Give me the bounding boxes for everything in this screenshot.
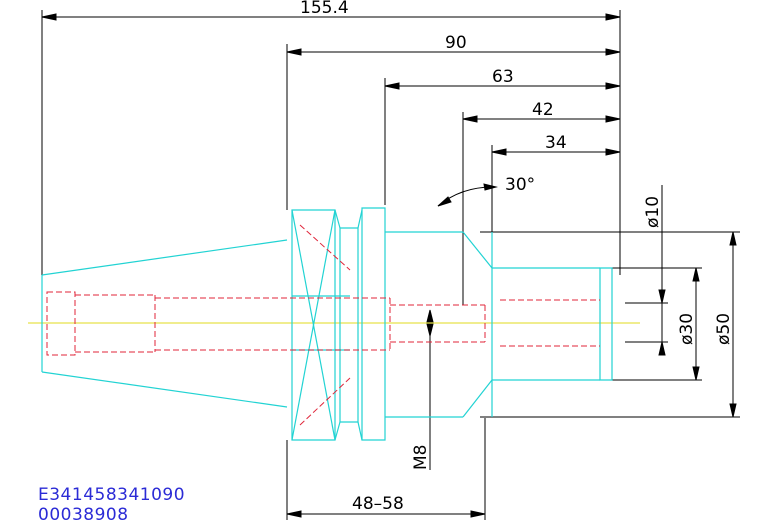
dimension-lines [41,10,740,520]
dim-thread: M8 [411,445,431,470]
dim-overall: 155.4 [300,0,349,18]
dim-34: 34 [545,133,567,153]
dim-angle: 30° [505,175,535,195]
dim-dia30: ø30 [677,313,697,345]
dim-90: 90 [445,33,467,53]
dim-dia10: ø10 [643,196,663,228]
dim-42: 42 [532,100,554,120]
dimension-labels: 155.4 90 63 42 34 30° ø10 ø30 ø50 M8 48–… [300,0,734,514]
part-number: 00038908 [38,505,129,525]
part-code: E341458341090 [38,485,186,505]
dim-63: 63 [492,67,514,87]
dim-range: 48–58 [352,494,404,514]
dim-dia50: ø50 [714,313,734,345]
tool-holder-outline [41,207,613,441]
hidden-lines [46,224,600,426]
